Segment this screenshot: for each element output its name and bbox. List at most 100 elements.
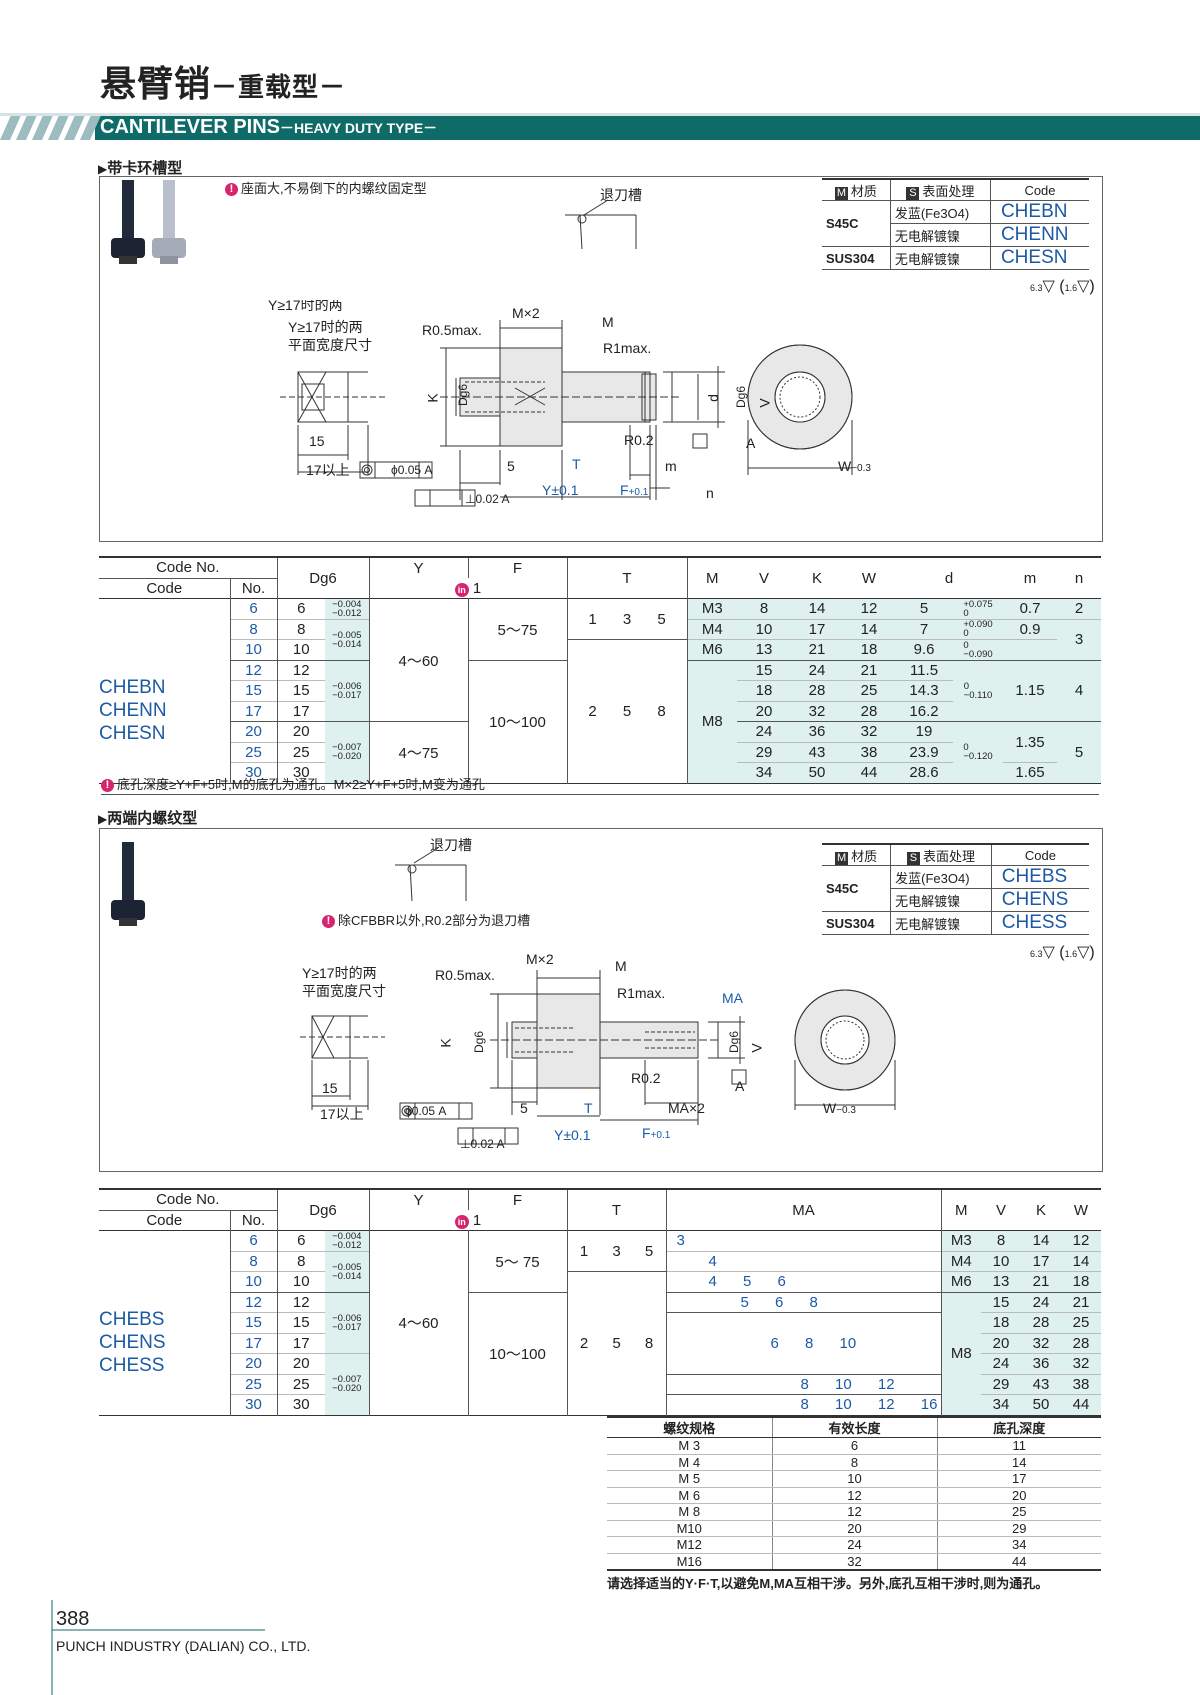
no-cell: 17 [230, 701, 278, 722]
thread-cell: M 4 [607, 1454, 772, 1471]
dim-mx2: M×2 [512, 305, 540, 321]
col-header: MA [666, 1189, 942, 1231]
roughness-symbol: 6.3▽ (1.6▽) [1030, 944, 1095, 961]
no-cell: 10 [230, 639, 278, 660]
depth-cell: 34 [936, 1536, 1101, 1554]
dg6-cell: 20 [292, 1355, 310, 1373]
dim-5: 5 [520, 1100, 528, 1116]
k-cell: 14 [1021, 1230, 1061, 1251]
mm-cell: 1.65 [1003, 762, 1057, 783]
section1-note: !座面大,不易倒下的内螺纹固定型 [225, 178, 427, 197]
dg6-cell: 10 [292, 1273, 310, 1291]
w-cell: 12 [1061, 1230, 1101, 1251]
w-cell: 18 [1061, 1271, 1101, 1292]
k-cell: 28 [791, 680, 843, 701]
d-cell: 28.6 [895, 762, 953, 783]
col-header: K [1035, 1201, 1046, 1219]
v-cell: 34 [981, 1394, 1021, 1415]
dim-m: M [602, 314, 614, 330]
mat-cell: S45C [822, 865, 892, 912]
m-cell: M3 [687, 598, 737, 619]
d-cell: 23.9 [895, 742, 953, 763]
m-cell: M6 [687, 639, 737, 660]
n-cell: 5 [1057, 721, 1101, 783]
surf-cell: 无电解镀镍 [890, 223, 991, 247]
d-cell: 11.5 [895, 660, 953, 681]
length-cell: 6 [771, 1437, 937, 1455]
dim-r02: R0.2 [624, 432, 654, 448]
d-cell: 19 [895, 721, 953, 742]
col-header: d [944, 569, 954, 587]
col-header: Code [99, 1210, 231, 1231]
depth-cell: 25 [936, 1503, 1101, 1521]
v-cell: 10 [737, 619, 791, 640]
k-cell: 43 [1021, 1374, 1061, 1395]
dg6-cell: 17 [292, 1334, 310, 1352]
w-cell: 21 [1061, 1292, 1101, 1313]
dg6-tol: −0.007−0.020 [325, 721, 370, 783]
col-header: Y [369, 557, 469, 578]
dg6-cell: 30 [292, 764, 310, 782]
col-header: M [955, 1201, 968, 1219]
col-header: T [567, 557, 688, 599]
no-cell: 8 [230, 619, 278, 640]
no-cell: 20 [230, 1353, 278, 1374]
k-cell: 21 [1021, 1271, 1061, 1292]
dg6-cell: 15 [292, 682, 310, 700]
m-cell: M8 [687, 660, 737, 783]
n-cell: 4 [1057, 660, 1101, 722]
dim-n: n [706, 485, 714, 501]
col-header-in: in 1 [369, 578, 568, 599]
surf-cell: 发蓝(Fe3O4) [890, 200, 991, 224]
k-cell: 36 [791, 721, 843, 742]
w-cell: 14 [843, 619, 895, 640]
col-header: Code [99, 578, 231, 599]
dim-15: 15 [309, 433, 325, 449]
dim-k: K [424, 393, 441, 403]
no-cell: 8 [230, 1251, 278, 1272]
v-cell: 24 [737, 721, 791, 742]
depth-cell: 14 [936, 1454, 1101, 1471]
code-cell: CHENS [991, 888, 1089, 912]
dg6-tol: −0.006−0.017 [325, 660, 370, 722]
dim-m-small: m [665, 458, 677, 474]
mat-cell: SUS304 [822, 246, 891, 270]
col-header: Code No. [99, 1189, 278, 1211]
code-cell: CHEBS [991, 865, 1089, 889]
spec-table-2: Code No. Dg6 Y F T MA M V K W Code No. i… [99, 1188, 1101, 1416]
section1-panel [99, 176, 1103, 542]
v-cell: 29 [737, 742, 791, 763]
no-cell: 20 [230, 721, 278, 742]
col-header: V [758, 569, 769, 587]
dim-5: 5 [507, 458, 515, 474]
dim-ma: MA [722, 990, 743, 1006]
m-cell: M3 [941, 1230, 981, 1251]
dg6-cell: 6 [297, 1232, 306, 1250]
length-cell: 8 [771, 1454, 937, 1471]
k-cell: 50 [1021, 1394, 1061, 1415]
col-header: K [811, 569, 822, 587]
col-header: W [1073, 1201, 1089, 1219]
v-cell: 24 [981, 1353, 1021, 1374]
code-header: Code [990, 178, 1089, 201]
dg6-tol: −0.005−0.014 [325, 619, 370, 660]
y-cell: 4～75 [369, 721, 469, 783]
mm-cell: 1.35 [1003, 721, 1057, 763]
v-cell: 8 [981, 1230, 1021, 1251]
page-title: 悬臂销－重载型－ [100, 63, 347, 104]
thread-cell: M 3 [607, 1437, 772, 1455]
w-cell: 14 [1061, 1251, 1101, 1272]
k-cell: 14 [791, 598, 843, 619]
t-cell: 1 3 5 [567, 1230, 667, 1272]
svg-text:Y≥17时的两: Y≥17时的两 [268, 300, 343, 313]
mat-cell: SUS304 [822, 911, 892, 935]
col-header: 有效长度 [771, 1416, 937, 1438]
y-cell: 4～60 [369, 598, 469, 722]
length-cell: 12 [771, 1503, 937, 1521]
k-cell: 28 [1021, 1312, 1061, 1333]
no-cell: 25 [230, 742, 278, 763]
dg6-cell: 15 [292, 1314, 310, 1332]
roughness-symbol: 6.3▽ (1.6▽) [1030, 278, 1095, 295]
